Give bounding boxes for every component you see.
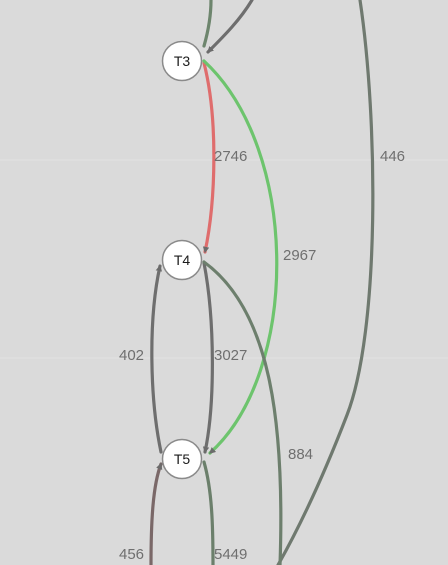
edge-label-2746: 2746 xyxy=(214,148,247,165)
node-t3[interactable]: T3 xyxy=(161,40,203,82)
node-t4[interactable]: T4 xyxy=(161,239,203,281)
edge-label-446: 446 xyxy=(380,148,405,165)
node-label-t4: T4 xyxy=(174,252,191,268)
edge-long-446[interactable] xyxy=(276,0,375,565)
edge-label-456: 456 xyxy=(119,546,144,563)
edge-incoming-t3-top-b[interactable] xyxy=(206,0,254,54)
edge-t4-out[interactable] xyxy=(202,260,283,565)
edge-label-5449: 5449 xyxy=(214,546,247,563)
node-t5[interactable]: T5 xyxy=(161,438,203,480)
edge-t3-t4[interactable] xyxy=(202,61,216,254)
edge-t3-t5[interactable] xyxy=(202,59,279,455)
edge-t5-out[interactable] xyxy=(202,460,215,565)
edge-t4-t5[interactable] xyxy=(202,261,214,454)
edge-incoming-t5[interactable] xyxy=(149,462,163,565)
node-label-t3: T3 xyxy=(174,53,191,69)
node-label-t5: T5 xyxy=(174,451,191,467)
edge-label-2967: 2967 xyxy=(283,247,316,264)
edge-t5-t4[interactable] xyxy=(150,264,163,454)
edge-label-884: 884 xyxy=(288,446,313,463)
edge-label-3027: 3027 xyxy=(214,347,247,364)
edge-label-402: 402 xyxy=(119,347,144,364)
edge-incoming-t3-top-a[interactable] xyxy=(202,0,213,48)
